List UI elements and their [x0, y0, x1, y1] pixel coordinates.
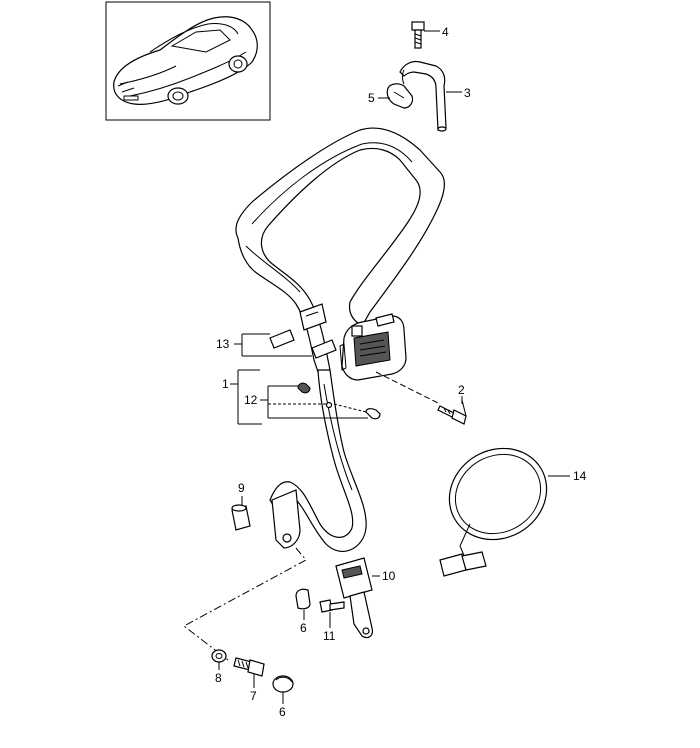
- vehicle-thumbnail: [105, 1, 271, 121]
- belt-anchor-plate: [271, 489, 301, 549]
- cable-harness-14: [439, 447, 548, 577]
- belt-retractor: [339, 313, 407, 381]
- washer-8: [211, 649, 227, 663]
- cap-6-lower: [272, 675, 294, 693]
- callout-14: 14: [573, 469, 587, 483]
- guide-pieces-13: [269, 329, 337, 359]
- bolt-2: [437, 405, 467, 425]
- leader-lines: [218, 30, 570, 704]
- bolt-11: [319, 599, 345, 613]
- callout-6-lower: 6: [279, 705, 286, 719]
- belt-guide-tube: [399, 60, 447, 132]
- callout-12: 12: [244, 393, 258, 407]
- small-parts-12: [297, 382, 381, 420]
- sleeve-9: [231, 504, 251, 531]
- callout-10: 10: [382, 569, 396, 583]
- cap-6-upper: [295, 588, 311, 610]
- seat-belt-webbing: [235, 127, 445, 553]
- callout-7: 7: [250, 689, 257, 703]
- callout-11: 11: [323, 629, 336, 643]
- callout-3: 3: [464, 86, 471, 100]
- callout-6-upper: 6: [300, 621, 307, 635]
- callout-9: 9: [238, 481, 245, 495]
- clip-5: [386, 83, 414, 109]
- callout-4: 4: [442, 25, 449, 39]
- callout-1: 1: [222, 377, 229, 391]
- callout-2: 2: [458, 383, 465, 397]
- bolt-7: [233, 657, 265, 677]
- callout-8: 8: [215, 671, 222, 685]
- callout-13: 13: [216, 337, 230, 351]
- callout-5: 5: [368, 91, 375, 105]
- buckle-10: [335, 557, 373, 639]
- bolt-4: [411, 21, 425, 49]
